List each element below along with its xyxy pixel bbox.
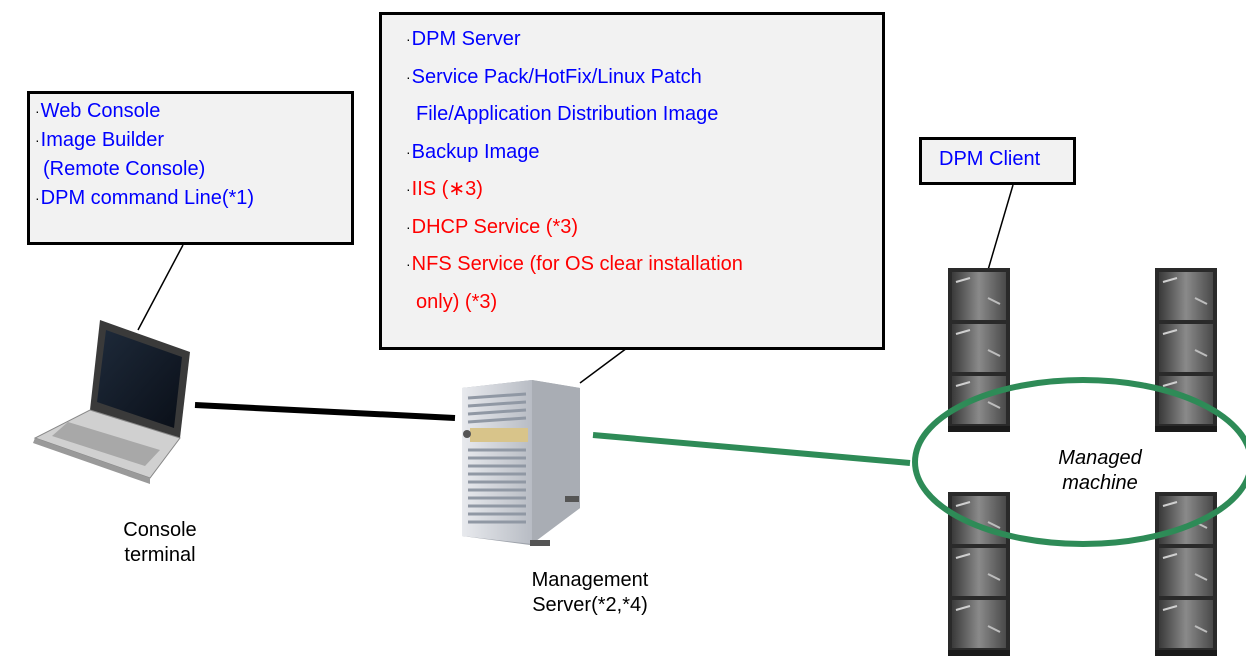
- server-callout-pointer: [579, 347, 628, 384]
- console-software-item: ·Web Console: [35, 97, 351, 126]
- server-software-item: ·Service Pack/HotFix/Linux Patch: [406, 59, 882, 97]
- bullet-dot: ·: [406, 181, 411, 197]
- laptop-icon: [33, 320, 190, 484]
- server-software-item: ·DPM Server: [406, 21, 882, 59]
- server-software-item-text: IIS (∗3): [411, 178, 483, 200]
- server-software-item: ·NFS Service (for OS clear installation: [406, 246, 882, 284]
- bullet-dot: ·: [406, 143, 411, 160]
- console-callout-pointer: [137, 244, 184, 331]
- management-server-label-line1: Management: [531, 569, 649, 591]
- management-server-label-line2: Server(*2,*4): [532, 594, 648, 616]
- bullet-dot: ·: [406, 256, 411, 272]
- console-software-item: ·Image Builder: [35, 126, 351, 155]
- server-software-item-text: Backup Image: [411, 140, 540, 163]
- client-callout-pointer: [987, 184, 1014, 271]
- bullet-dot: ·: [35, 132, 40, 148]
- server-software-item: ·IIS (∗3): [406, 171, 882, 209]
- bullet-dot: ·: [35, 103, 40, 119]
- server-software-item: File/Application Distribution Image: [406, 96, 882, 134]
- dpm-client-callout: DPM Client: [919, 137, 1076, 185]
- bullet-dot: ·: [406, 31, 411, 47]
- server-software-item: ·Backup Image: [406, 134, 882, 172]
- dpm-client-label: DPM Client: [939, 148, 1041, 170]
- management-server-callout: ·DPM Server·Service Pack/HotFix/Linux Pa…: [379, 12, 885, 350]
- managed-network-ring: [912, 377, 1246, 547]
- bullet-dot: ·: [406, 218, 411, 235]
- console-terminal-label-line2: terminal: [124, 544, 196, 566]
- server-software-item-text: only) (*3): [416, 290, 498, 313]
- console-software-list: ·Web Console·Image Builder(Remote Consol…: [35, 97, 351, 213]
- console-software-item-text: (Remote Console): [43, 158, 206, 180]
- server-software-item: only) (*3): [406, 284, 882, 322]
- console-terminal-callout: ·Web Console·Image Builder(Remote Consol…: [27, 91, 354, 245]
- server-software-item-text: File/Application Distribution Image: [416, 103, 719, 125]
- server-software-item-text: DHCP Service (*3): [411, 215, 579, 238]
- server-software-item-text: DPM Server: [411, 28, 521, 50]
- console-software-item-text: Web Console: [40, 100, 161, 122]
- server-software-item: ·DHCP Service (*3): [406, 209, 882, 247]
- console-terminal-label-line1: Console: [123, 519, 197, 541]
- console-software-item-text: Image Builder: [40, 129, 165, 151]
- console-to-server-link: [194, 402, 456, 421]
- bullet-dot: ·: [406, 68, 411, 85]
- managed-machine-label-line2: machine: [1062, 472, 1138, 494]
- managed-machine-label-line1: Managed: [1058, 447, 1142, 469]
- managed-machine-label: Managed machine: [1030, 446, 1170, 496]
- server-to-managed-link: [592, 432, 911, 466]
- console-software-item: (Remote Console): [35, 155, 351, 184]
- console-software-item: ·DPM command Line(*1): [35, 184, 351, 213]
- server-software-item-text: Service Pack/HotFix/Linux Patch: [411, 65, 702, 88]
- bullet-dot: ·: [35, 190, 40, 206]
- server-software-list: ·DPM Server·Service Pack/HotFix/Linux Pa…: [406, 21, 882, 321]
- tower-server-icon: [462, 380, 580, 546]
- console-terminal-label: Console terminal: [90, 518, 230, 568]
- server-software-item-text: NFS Service (for OS clear installation: [411, 253, 743, 275]
- management-server-label: Management Server(*2,*4): [495, 568, 685, 618]
- console-software-item-text: DPM command Line(*1): [40, 187, 255, 209]
